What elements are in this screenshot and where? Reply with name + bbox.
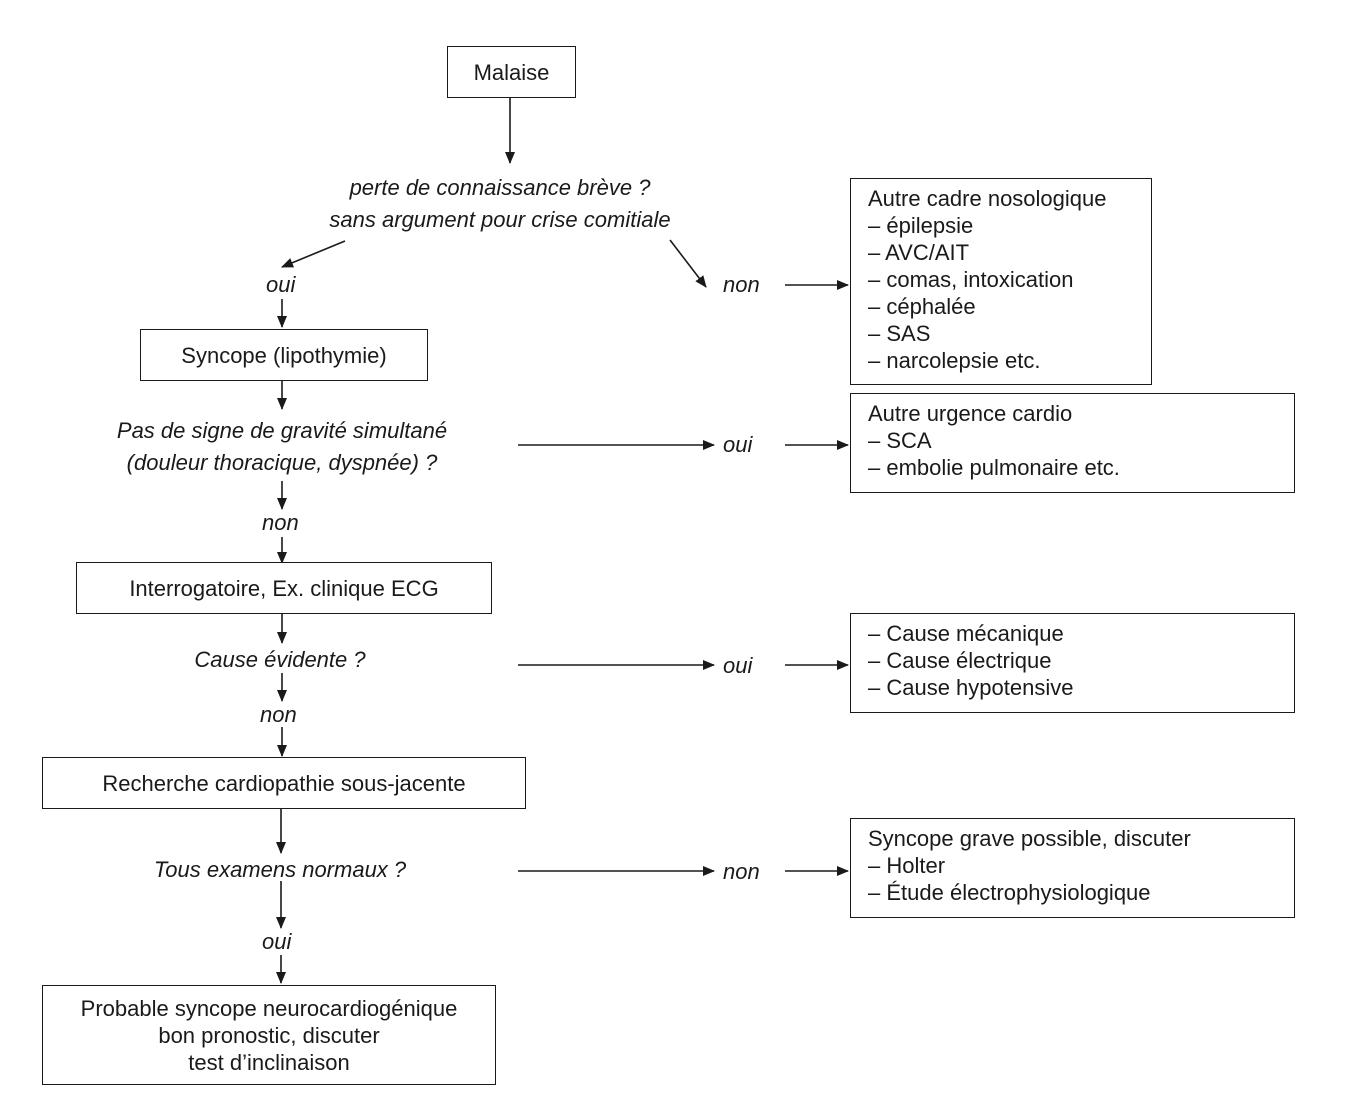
autre-cadre-item: – SAS — [868, 321, 931, 346]
arrow-q1-to-oui — [281, 240, 346, 268]
question-1-line-2: sans argument pour crise comitiale — [329, 207, 671, 232]
label-q2-oui: oui — [723, 432, 753, 457]
autre-cadre-item: – AVC/AIT — [868, 240, 970, 265]
question-3-line: Cause évidente ? — [194, 647, 366, 672]
probable-line-2: bon pronostic, discuter — [158, 1022, 380, 1048]
autre-cadre-box: Autre cadre nosologique – épilepsie – AV… — [850, 178, 1152, 385]
label-q4-oui: oui — [262, 929, 292, 954]
question-2-line-2: (douleur thoracique, dyspnée) ? — [126, 450, 438, 475]
cause-item: – Cause électrique — [868, 648, 1052, 673]
interrogatoire-label: Interrogatoire, Ex. clinique ECG — [129, 575, 439, 601]
question-1-line-1: perte de connaissance brève ? — [349, 175, 651, 200]
question-2-line-1: Pas de signe de gravité simultané — [116, 418, 448, 443]
question-signe-gravite: Pas de signe de gravité simultané (doule… — [62, 415, 502, 479]
cause-item: – Cause mécanique — [868, 621, 1064, 646]
arrow-q1-to-non — [669, 239, 707, 288]
label-q1-oui: oui — [266, 272, 296, 297]
label-q1-non: non — [723, 272, 760, 297]
cause-item: – Cause hypotensive — [868, 675, 1074, 700]
syncope-grave-box: Syncope grave possible, discuter – Holte… — [850, 818, 1295, 918]
label-q4-non: non — [723, 859, 760, 884]
causes-box: – Cause mécanique – Cause électrique – C… — [850, 613, 1295, 713]
autre-urgence-item: – embolie pulmonaire etc. — [868, 455, 1120, 480]
label-q2-non: non — [262, 510, 299, 535]
autre-cadre-item: – narcolepsie etc. — [868, 348, 1041, 373]
malaise-box: Malaise — [447, 46, 576, 98]
question-cause-evidente: Cause évidente ? — [130, 644, 430, 676]
autre-cadre-item: – céphalée — [868, 294, 976, 319]
autre-urgence-item: – SCA — [868, 428, 932, 453]
probable-line-1: Probable syncope neurocardiogénique — [80, 995, 458, 1021]
label-q3-non: non — [260, 702, 297, 727]
autre-urgence-box: Autre urgence cardio – SCA – embolie pul… — [850, 393, 1295, 493]
autre-urgence-title: Autre urgence cardio — [868, 401, 1073, 426]
label-q3-oui: oui — [723, 653, 753, 678]
syncope-grave-item: – Étude électrophysiologique — [868, 880, 1151, 905]
autre-cadre-title: Autre cadre nosologique — [868, 186, 1107, 211]
question-examens-normaux: Tous examens normaux ? — [110, 854, 450, 886]
syncope-grave-title: Syncope grave possible, discuter — [868, 826, 1191, 851]
syncope-box: Syncope (lipothymie) — [140, 329, 428, 381]
autre-cadre-item: – épilepsie — [868, 213, 974, 238]
recherche-box: Recherche cardiopathie sous-jacente — [42, 757, 526, 809]
interrogatoire-box: Interrogatoire, Ex. clinique ECG — [76, 562, 492, 614]
malaise-label: Malaise — [473, 59, 550, 85]
recherche-label: Recherche cardiopathie sous-jacente — [102, 770, 466, 796]
syncope-grave-item: – Holter — [868, 853, 946, 878]
question-4-line: Tous examens normaux ? — [153, 857, 407, 882]
autre-cadre-item: – comas, intoxication — [868, 267, 1074, 292]
syncope-label: Syncope (lipothymie) — [181, 342, 387, 368]
question-perte-connaissance: perte de connaissance brève ? sans argum… — [290, 172, 710, 236]
probable-box: Probable syncope neurocardiogénique bon … — [42, 985, 496, 1085]
probable-line-3: test d’inclinaison — [188, 1049, 350, 1075]
